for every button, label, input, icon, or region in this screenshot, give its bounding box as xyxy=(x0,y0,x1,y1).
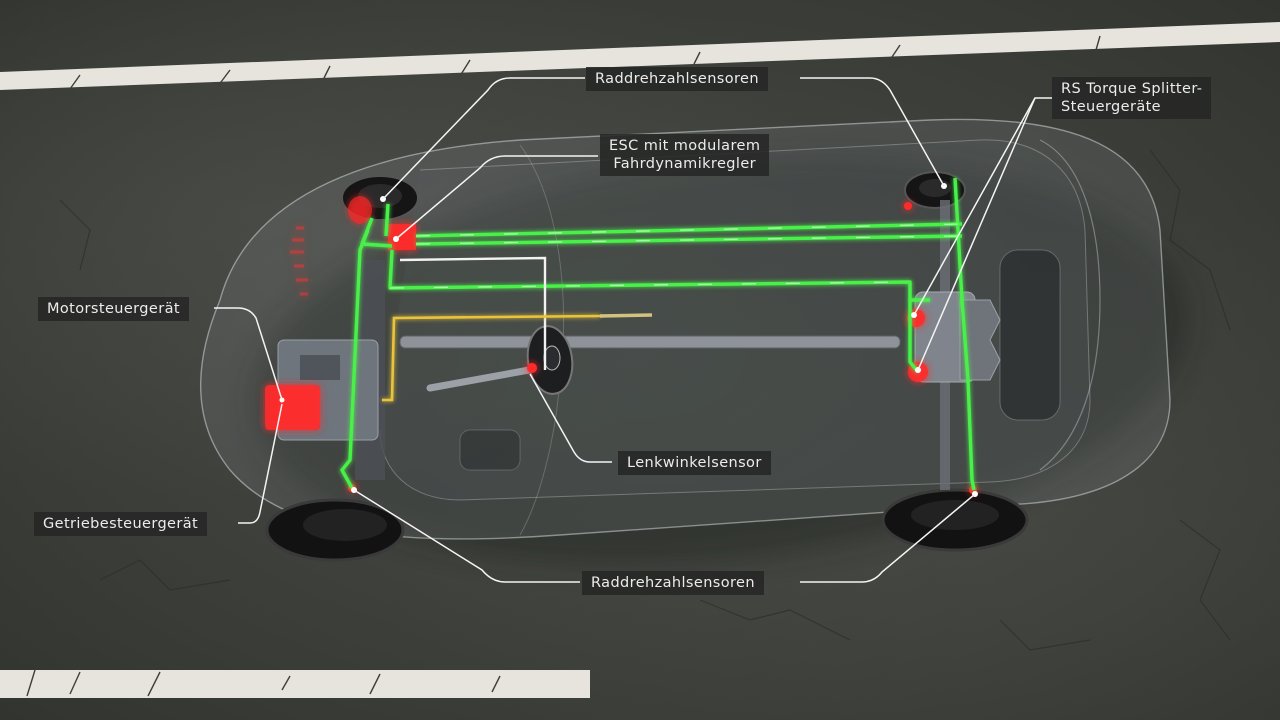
leader-lines xyxy=(214,77,1052,583)
label-wheel-speed-sensors-bottom: Raddrehzahlsensoren xyxy=(582,571,764,595)
road-marking-top xyxy=(0,22,1280,90)
asphalt-cracks xyxy=(59,149,1231,651)
wheel-front-right xyxy=(265,498,405,562)
yellow-signal-line xyxy=(382,313,653,402)
esc-unit xyxy=(388,224,416,250)
label-text-line1: RS Torque Splitter- xyxy=(1061,81,1203,97)
label-text: Getriebesteuergerät xyxy=(43,516,199,532)
label-engine-ecu: Motorsteuergerät xyxy=(38,297,189,321)
label-steering-angle-sensor: Lenkwinkelsensor xyxy=(618,451,771,475)
label-text: Lenkwinkelsensor xyxy=(627,455,762,471)
label-text: Motorsteuergerät xyxy=(47,301,180,317)
red-sensor-glow xyxy=(290,226,308,296)
wheel-rear-right xyxy=(881,488,1029,552)
label-wheel-speed-sensors-top: Raddrehzahlsensoren xyxy=(586,67,768,91)
can-bus-highlights xyxy=(389,223,963,289)
road-marking-bottom xyxy=(0,669,590,698)
engine-ecu-unit xyxy=(265,385,320,430)
white-signal-line xyxy=(399,256,547,370)
label-transmission-ecu: Getriebesteuergerät xyxy=(34,512,208,536)
label-esc: ESC mit modularem Fahrdynamikregler xyxy=(600,134,770,176)
label-text: Raddrehzahlsensoren xyxy=(591,575,755,591)
label-text-line1: ESC mit modularem xyxy=(609,138,761,154)
label-text-line2: Fahrdynamikregler xyxy=(613,156,757,172)
label-torque-splitter: RS Torque Splitter- Steuergeräte xyxy=(1052,77,1212,119)
label-text: Raddrehzahlsensoren xyxy=(595,71,759,87)
label-text-line2: Steuergeräte xyxy=(1061,99,1162,115)
